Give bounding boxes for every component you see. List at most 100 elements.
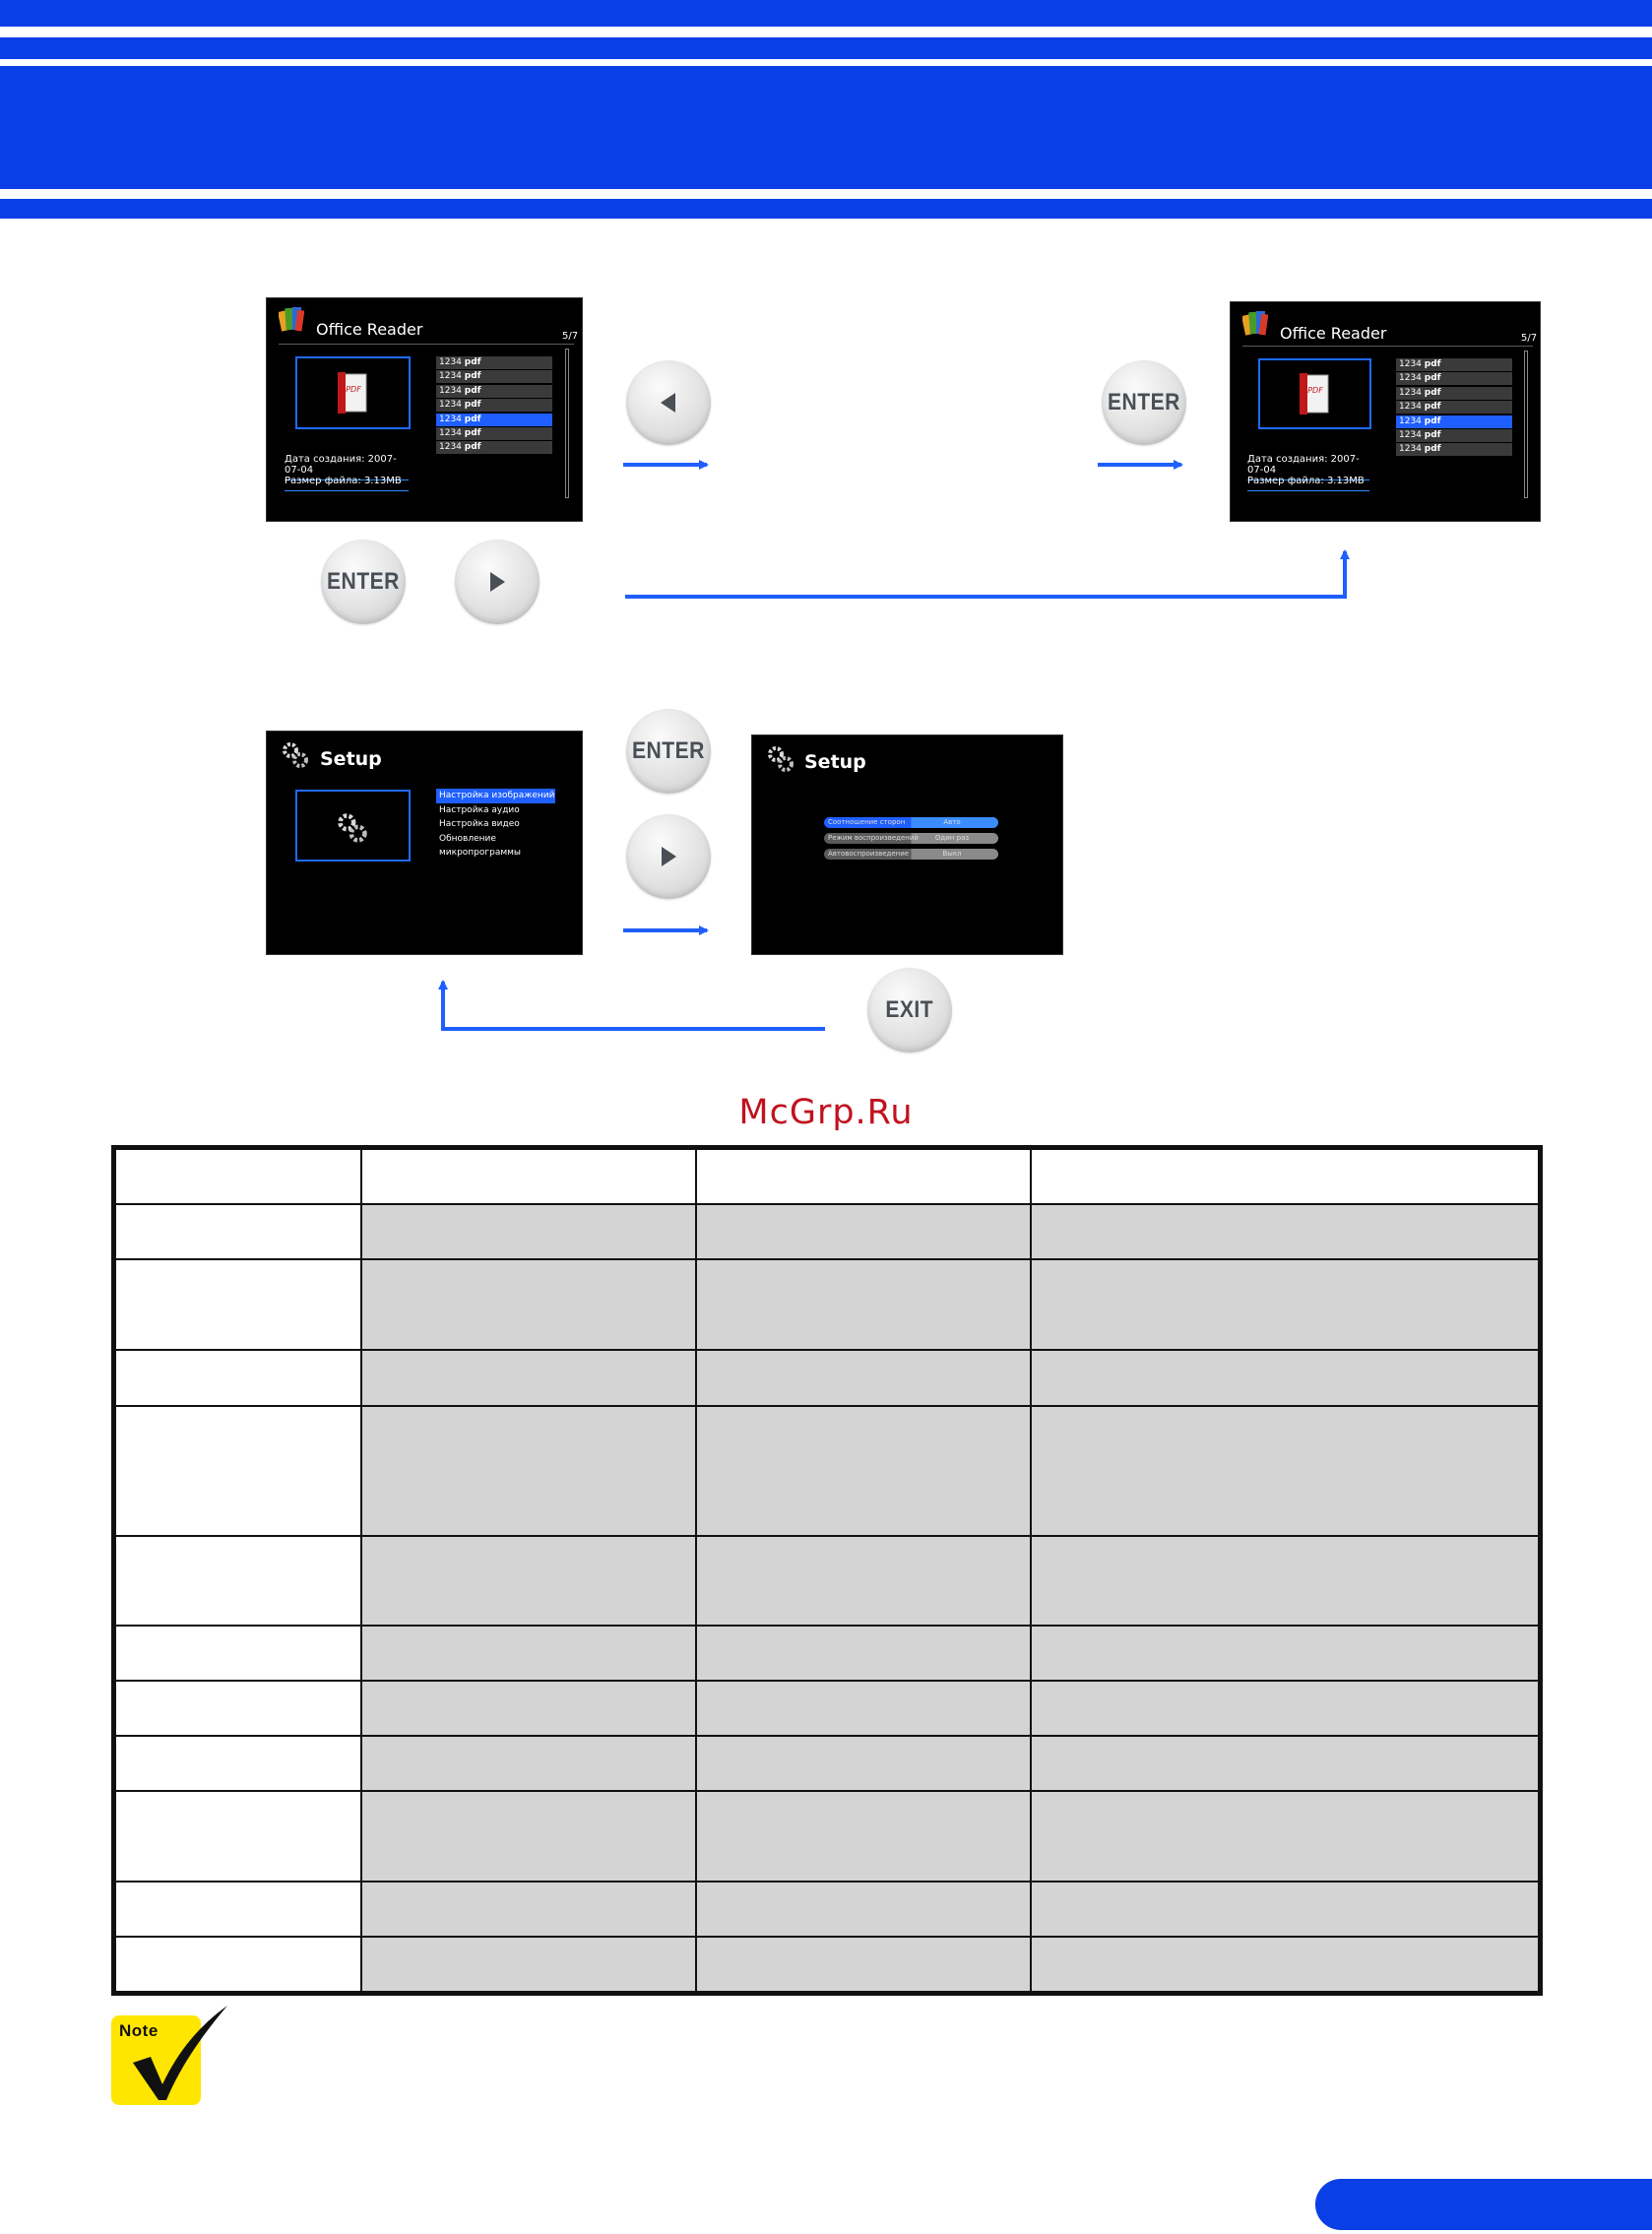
option-value: Авто [943, 818, 961, 826]
table-row [114, 1935, 1540, 1994]
table-row [114, 1790, 1540, 1883]
table-row [114, 1880, 1540, 1938]
file-number: 1234 [1399, 444, 1422, 455]
list-item[interactable]: 1234 pdf [1396, 358, 1512, 371]
list-item[interactable]: 1234 pdf [436, 426, 552, 440]
table-cell [360, 1680, 697, 1738]
table-row [114, 1680, 1540, 1738]
table-cell [360, 1790, 697, 1883]
table-row [114, 1534, 1540, 1628]
office-reader-screen-1: Office Reader 5/7 PDF 1234 pdf 1234 pdf … [266, 297, 583, 522]
option-value: Один раз [934, 834, 970, 842]
setup-screen-1: Setup Настройка изображений Настройка ау… [266, 731, 583, 955]
table-cell [114, 1790, 362, 1883]
page-counter: 5/7 [1521, 333, 1538, 344]
file-list: 1234 pdf 1234 pdf 1234 pdf 1234 pdf 1234… [1396, 358, 1512, 458]
note-badge: Note [111, 2006, 227, 2105]
table-cell [1030, 1258, 1540, 1352]
file-ext: pdf [464, 385, 481, 396]
note-label: Note [119, 2021, 159, 2040]
file-ext: pdf [1424, 359, 1441, 369]
right-button[interactable] [455, 540, 540, 624]
option-row-playback-mode[interactable]: Режим воспроизведений Один раз [824, 833, 998, 844]
option-row-autoplay[interactable]: Автовоспроизведение Выкл [824, 849, 998, 860]
header-band-thin [0, 37, 1652, 59]
file-ext: pdf [1424, 402, 1441, 413]
watermark: McGrp.Ru [738, 1093, 914, 1132]
office-reader-screen-2: Office Reader 5/7 PDF 1234 pdf 1234 pdf … [1230, 301, 1541, 522]
page-number-tab [1315, 2179, 1652, 2230]
file-size: Размер файла: 3.13MB [1247, 476, 1369, 491]
file-number: 1234 [1399, 415, 1422, 426]
option-row-aspect-ratio[interactable]: Соотношение сторон Авто [824, 817, 998, 828]
option-label: Автовоспроизведение [828, 850, 910, 858]
enter-button[interactable]: ENTER [626, 709, 711, 794]
left-button[interactable] [626, 360, 711, 445]
option-label: Режим воспроизведений [828, 834, 919, 842]
gear-icon [768, 746, 794, 772]
table-cell [360, 1147, 697, 1206]
enter-button[interactable]: ENTER [321, 540, 406, 624]
table-cell [1030, 1349, 1540, 1407]
list-item[interactable]: 1234 pdf [436, 384, 552, 398]
list-item[interactable]: 1234 pdf [436, 399, 552, 413]
file-date: Дата создания: 2007-07-04 [1247, 454, 1369, 480]
list-scrollbar[interactable] [1524, 351, 1528, 498]
list-item[interactable]: 1234 pdf [1396, 401, 1512, 415]
menu-item-firmware-update[interactable]: Обновление микропрограммы [439, 833, 522, 858]
table-cell [114, 1258, 362, 1352]
table-cell [114, 1404, 362, 1537]
file-number: 1234 [439, 371, 462, 382]
gear-icon [338, 813, 367, 843]
table-cell [1030, 1404, 1540, 1537]
file-number: 1234 [1399, 429, 1422, 440]
enter-button[interactable]: ENTER [1102, 360, 1186, 445]
menu-item-picture-settings[interactable]: Настройка изображений [436, 789, 555, 803]
list-item[interactable]: 1234 pdf [1396, 372, 1512, 386]
table-cell [695, 1790, 1032, 1883]
table-cell [1030, 1203, 1540, 1261]
right-button[interactable] [626, 814, 711, 899]
list-item[interactable]: 1234 pdf [1396, 428, 1512, 442]
table-cell [1030, 1625, 1540, 1683]
settings-table [111, 1145, 1543, 1996]
table-grid [114, 1147, 1540, 1994]
list-item-selected[interactable]: 1234 pdf [436, 413, 552, 426]
page-counter: 5/7 [562, 331, 579, 342]
table-cell [1030, 1790, 1540, 1883]
triangle-left-icon [661, 393, 675, 413]
file-number: 1234 [439, 385, 462, 396]
file-number: 1234 [439, 357, 462, 367]
title-divider [279, 344, 574, 345]
table-row [114, 1258, 1540, 1352]
menu-item-video-settings[interactable]: Настройка видео [439, 819, 520, 829]
exit-label: EXIT [885, 996, 934, 1023]
table-cell [695, 1935, 1032, 1994]
list-item[interactable]: 1234 pdf [436, 370, 552, 384]
menu-item-audio-settings[interactable]: Настройка аудио [439, 804, 520, 815]
header-band-top [0, 0, 1652, 27]
file-ext: pdf [1424, 444, 1441, 455]
file-ext: pdf [464, 442, 481, 453]
table-cell [360, 1735, 697, 1793]
list-item-selected[interactable]: 1234 pdf [1396, 415, 1512, 428]
enter-label: ENTER [1108, 389, 1180, 415]
table-cell [360, 1404, 697, 1537]
table-cell [114, 1349, 362, 1407]
exit-button[interactable]: EXIT [867, 968, 952, 1053]
list-item[interactable]: 1234 pdf [436, 356, 552, 369]
list-item[interactable]: 1234 pdf [436, 441, 552, 455]
table-cell [695, 1404, 1032, 1537]
file-number: 1234 [1399, 402, 1422, 413]
list-item[interactable]: 1234 pdf [1396, 443, 1512, 457]
table-row [114, 1404, 1540, 1537]
list-item[interactable]: 1234 pdf [1396, 386, 1512, 400]
table-cell [114, 1203, 362, 1261]
table-cell [695, 1735, 1032, 1793]
pdf-file-icon: PDF [338, 372, 367, 414]
file-ext: pdf [1424, 387, 1441, 398]
file-preview-frame: PDF [295, 356, 411, 429]
setup-title: Setup [320, 748, 382, 770]
table-cell [695, 1880, 1032, 1938]
list-scrollbar[interactable] [565, 349, 569, 498]
